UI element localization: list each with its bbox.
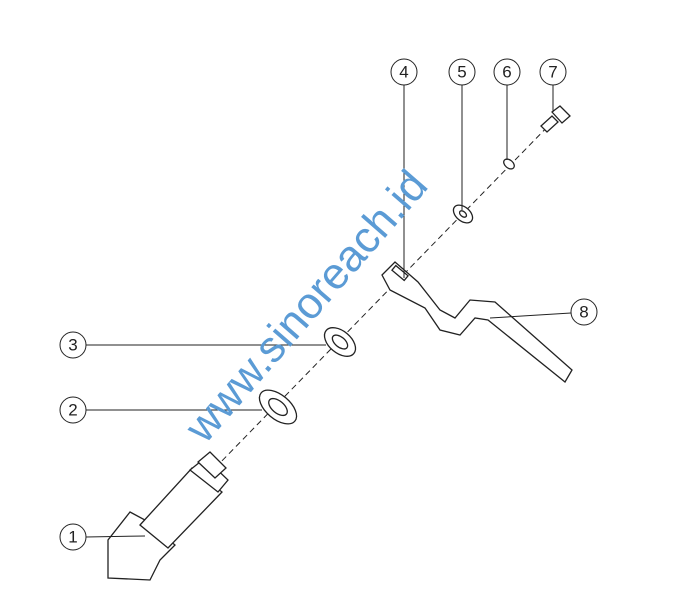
svg-text:8: 8 [579, 303, 588, 322]
svg-text:4: 4 [399, 63, 408, 82]
callout-2: 2 [59, 396, 87, 424]
svg-text:5: 5 [457, 63, 466, 82]
leader-1 [85, 535, 146, 538]
assembly-axis [214, 117, 557, 469]
callout-7: 7 [539, 58, 567, 86]
callout-1: 1 [59, 523, 87, 551]
part-5-washer [452, 204, 474, 224]
callout-3: 3 [59, 331, 87, 359]
part-1-handle [107, 451, 229, 581]
callout-6: 6 [493, 58, 521, 86]
watermark: www.sinoreach.id [175, 161, 437, 452]
callout-4: 4 [390, 58, 418, 86]
svg-text:2: 2 [68, 401, 77, 420]
leader-8 [489, 312, 572, 319]
svg-text:3: 3 [68, 336, 77, 355]
part-8-lever [381, 261, 573, 383]
callout-8: 8 [570, 298, 598, 326]
part-7-bolt [540, 105, 571, 133]
part-3-washer [323, 327, 357, 357]
part-2-washer [258, 389, 298, 425]
callout-5: 5 [448, 58, 476, 86]
svg-text:7: 7 [548, 63, 557, 82]
svg-text:6: 6 [502, 63, 511, 82]
part-6-lock-washer [503, 158, 515, 170]
svg-text:1: 1 [68, 528, 77, 547]
